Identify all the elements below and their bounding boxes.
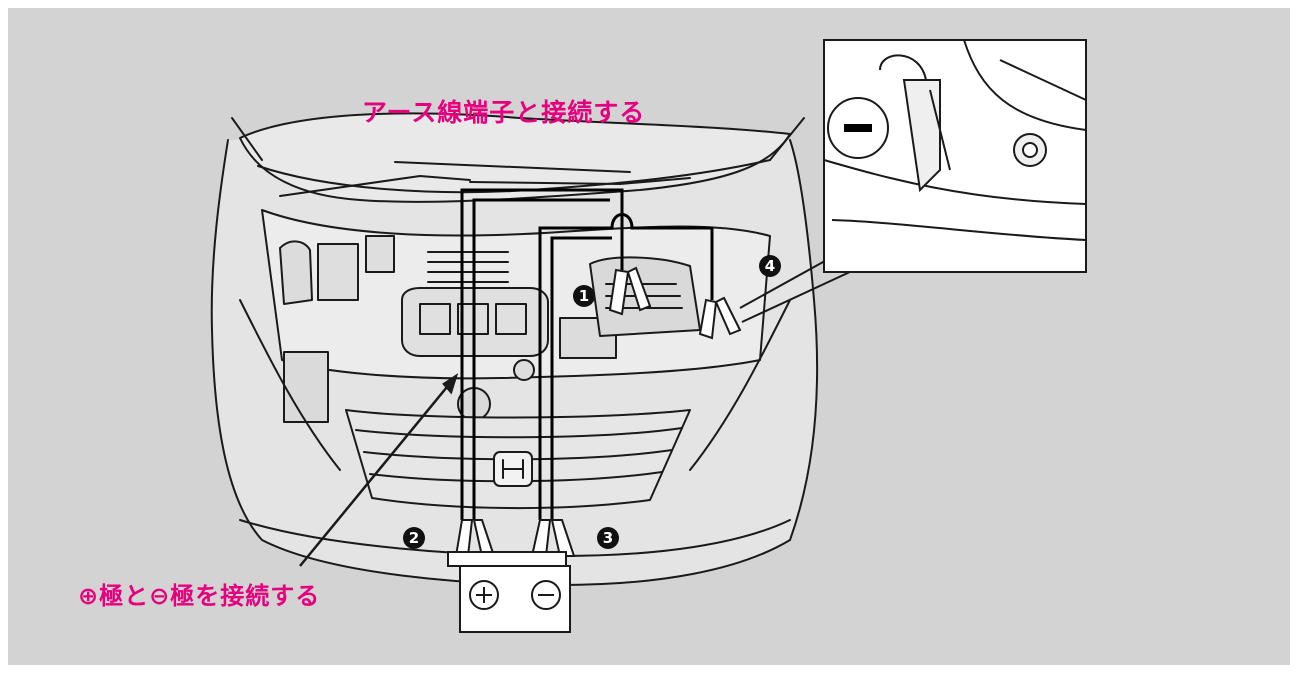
cable-positive-2 (472, 198, 610, 520)
wiper-left (279, 175, 471, 197)
cable-positive-1 (460, 188, 624, 520)
inset-detail (823, 39, 1087, 273)
badge-1: 1 (579, 287, 589, 305)
pointer-arrowhead (442, 372, 459, 395)
reservoir-left (279, 240, 313, 305)
label-positive-negative: ⊕極と⊖極を接続する (78, 582, 321, 610)
badge-3: 3 (603, 529, 613, 547)
clamp-top-negative (698, 298, 718, 340)
badge-1-circle (573, 285, 595, 307)
headlight-right (689, 299, 791, 471)
clamp-top-positive (608, 268, 630, 316)
badge-2: 2 (409, 529, 419, 547)
label-ground-terminal: アース線端子と接続する (362, 98, 646, 127)
battery (447, 551, 571, 633)
headlight-left (239, 299, 341, 471)
cable-negative-2 (550, 236, 612, 520)
washer-tank (283, 351, 329, 423)
pointer-line-terminals (299, 375, 457, 567)
badge-4-circle (759, 255, 781, 277)
wiper-right (469, 177, 691, 185)
badge-4: 4 (765, 257, 775, 275)
badge-3-circle (597, 527, 619, 549)
badge-2-circle (403, 527, 425, 549)
cable-negative-1 (538, 213, 714, 520)
